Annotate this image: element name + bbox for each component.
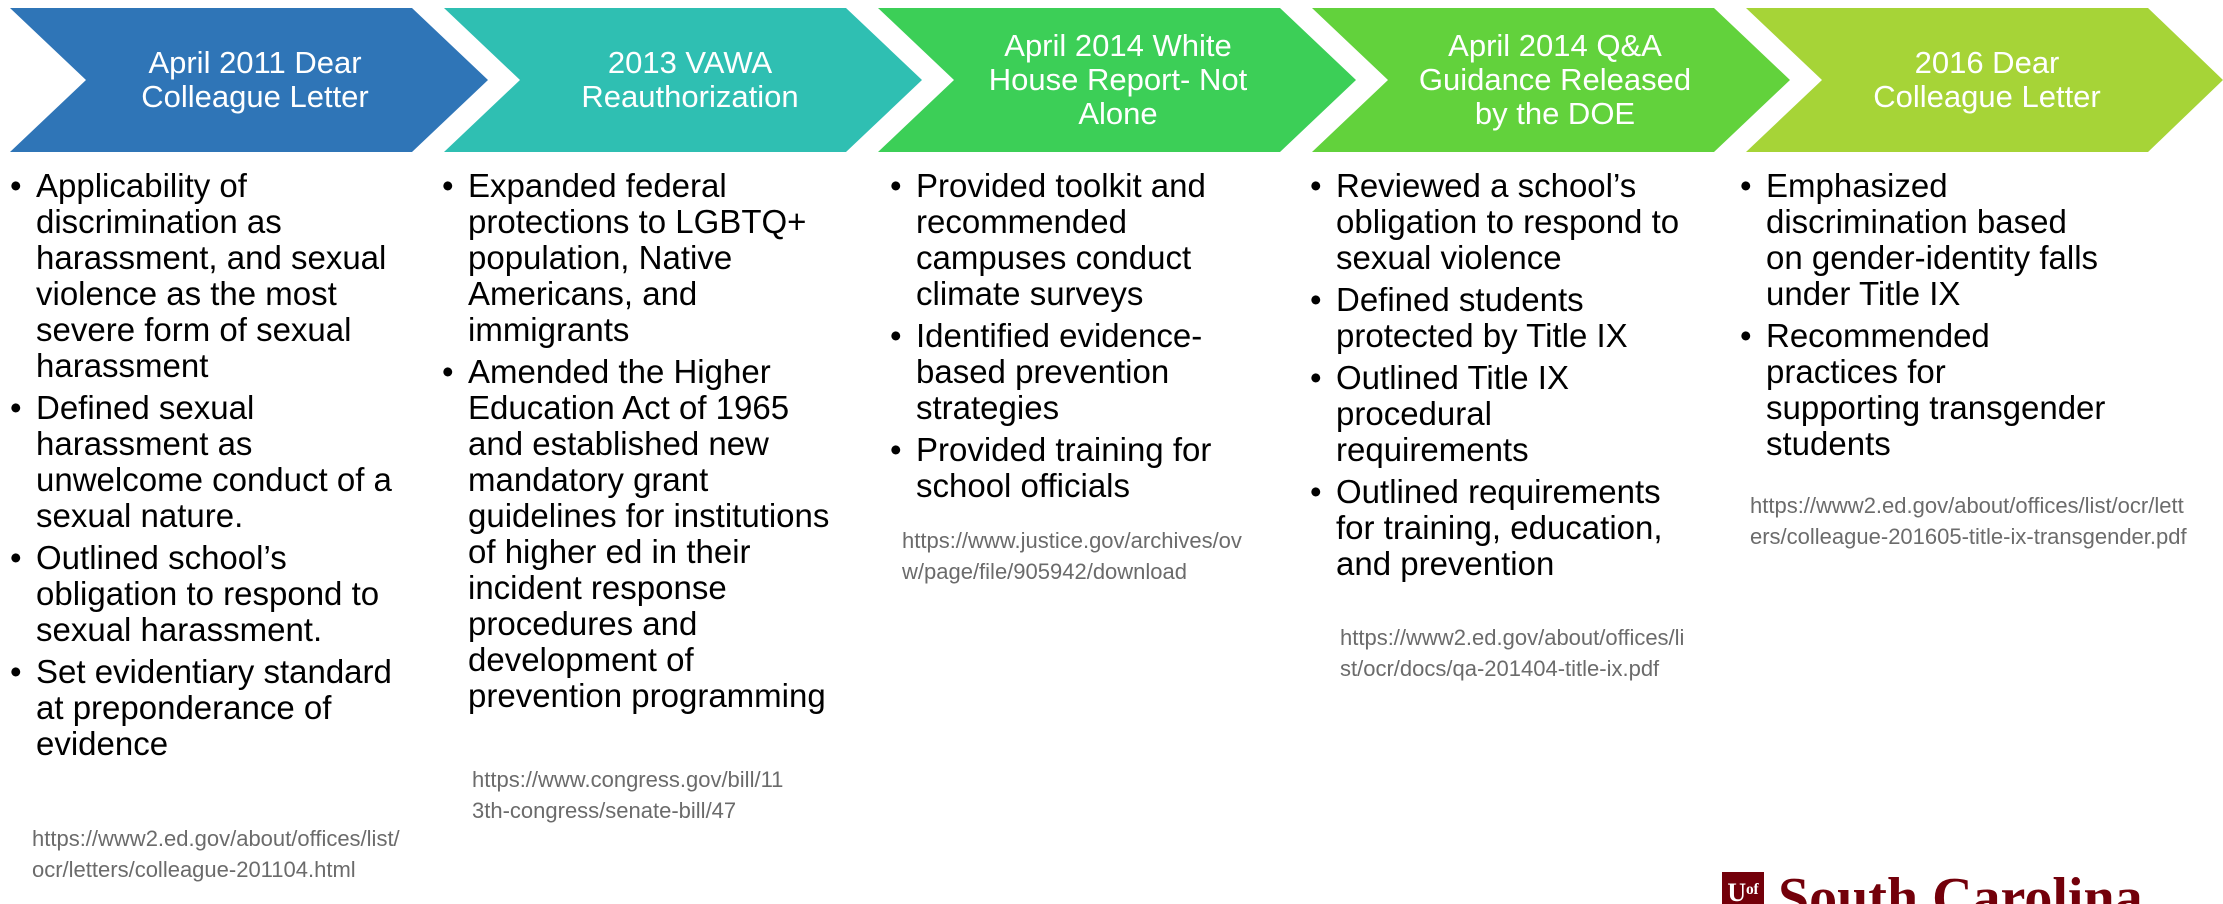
stage-3-bullets: Provided toolkit and recommended campuse… <box>888 168 1248 504</box>
stage-5-title: 2016 Dear Colleague Letter <box>1873 45 2101 114</box>
stage-1-details: Applicability of discrimination as haras… <box>8 168 393 768</box>
bullet-item: Defined students protected by Title IX <box>1308 282 1688 354</box>
bullet-item: Identified evidence-based prevention str… <box>888 318 1248 426</box>
stage-5-source-link[interactable]: https://www2.ed.gov/about/offices/list/o… <box>1750 493 2187 549</box>
bullet-item: Reviewed a school’s obligation to respon… <box>1308 168 1688 276</box>
logo-text: South Carolina <box>1778 870 2143 904</box>
stage-3-title: April 2014 White House Report- Not Alone <box>988 28 1248 131</box>
stage-2-source-link[interactable]: https://www.congress.gov/bill/113th-cong… <box>472 767 784 823</box>
bullet-item: Outlined requirements for training, educ… <box>1308 474 1688 582</box>
bullet-item: Applicability of discrimination as haras… <box>8 168 393 384</box>
bullet-item: Outlined Title IX procedural requirement… <box>1308 360 1688 468</box>
stage-3-source-link[interactable]: https://www.justice.gov/archives/ovw/pag… <box>902 528 1242 584</box>
stage-2-details: Expanded federal protections to LGBTQ+ p… <box>440 168 840 720</box>
stage-2-arrow <box>444 8 922 152</box>
bullet-item: Emphasized discrimination based on gende… <box>1738 168 2108 312</box>
timeline-arrows <box>10 8 2223 152</box>
stage-4-source-link[interactable]: https://www2.ed.gov/about/offices/list/o… <box>1340 625 1685 681</box>
stage-5-bullets: Emphasized discrimination based on gende… <box>1738 168 2108 462</box>
stage-3-details: Provided toolkit and recommended campuse… <box>888 168 1248 510</box>
bullet-item: Set evidentiary standard at preponderanc… <box>8 654 393 762</box>
bullet-item: Provided training for school officials <box>888 432 1248 504</box>
stage-2-bullets: Expanded federal protections to LGBTQ+ p… <box>440 168 840 714</box>
stage-1-title: April 2011 Dear Colleague Letter <box>141 45 369 114</box>
stage-3-arrow <box>878 8 1356 152</box>
stage-2-title: 2013 VAWA Reauthorization <box>581 45 799 114</box>
bullet-item: Amended the Higher Education Act of 1965… <box>440 354 840 714</box>
stage-4-bullets: Reviewed a school’s obligation to respon… <box>1308 168 1688 582</box>
bullet-item: Defined sexual harassment as unwelcome c… <box>8 390 393 534</box>
bullet-item: Expanded federal protections to LGBTQ+ p… <box>440 168 840 348</box>
stage-1-source-link[interactable]: https://www2.ed.gov/about/offices/list/o… <box>32 826 400 882</box>
stage-4-arrow <box>1312 8 1790 152</box>
bullet-item: Provided toolkit and recommended campuse… <box>888 168 1248 312</box>
university-logo: Uᵒᶠ South Carolina <box>1722 870 2143 904</box>
bullet-item: Outlined school’s obligation to respond … <box>8 540 393 648</box>
stage-5-details: Emphasized discrimination based on gende… <box>1738 168 2108 468</box>
bullet-item: Recommended practices for supporting tra… <box>1738 318 2108 462</box>
stage-1-bullets: Applicability of discrimination as haras… <box>8 168 393 762</box>
stage-5-arrow <box>1746 8 2223 152</box>
stage-1-arrow <box>10 8 488 152</box>
stage-4-title: April 2014 Q&A Guidance Released by the … <box>1418 28 1692 131</box>
logo-mark: Uᵒᶠ <box>1722 872 1764 904</box>
stage-4-details: Reviewed a school’s obligation to respon… <box>1308 168 1688 588</box>
